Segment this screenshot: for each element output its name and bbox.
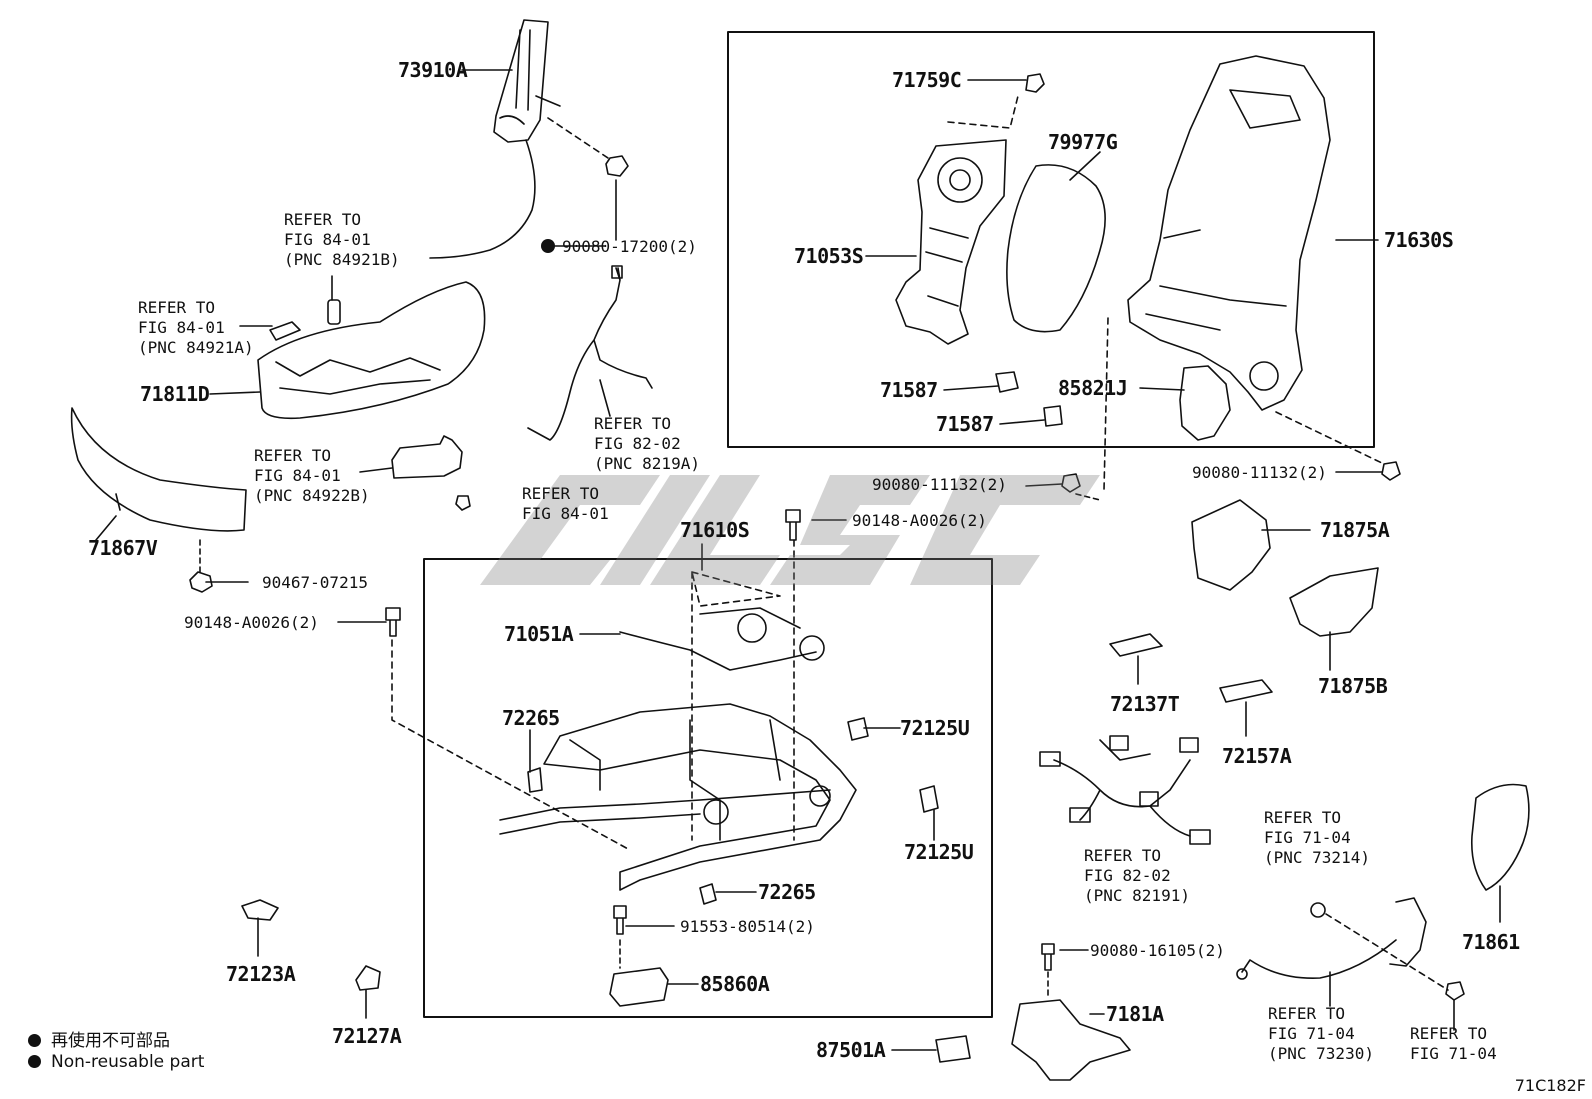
bolt-label-91553-80514[interactable]: 91553-80514(2) (680, 917, 815, 936)
part-label-71861[interactable]: 71861 (1462, 930, 1520, 954)
part-label-72127A[interactable]: 72127A (332, 1024, 402, 1048)
reference-note-84922B[interactable]: REFER TO FIG 84-01 (PNC 84922B) (254, 446, 370, 505)
legend-english: Non-reusable part (28, 1052, 204, 1072)
part-label-71759C[interactable]: 71759C (892, 68, 962, 92)
part-label-72137T[interactable]: 72137T (1110, 692, 1180, 716)
bolt-shape-91553 (613, 905, 627, 935)
wire-harness-73230 (1241, 897, 1427, 979)
non-reusable-dot-icon (28, 1055, 41, 1068)
side-shield-shape (257, 281, 486, 420)
cover-shape (70, 407, 247, 532)
clip-73214 (1310, 902, 1326, 918)
reference-note-fig-71-04[interactable]: REFER TO FIG 71-04 (1410, 1024, 1497, 1063)
reference-note-fig-84-01[interactable]: REFER TO FIG 84-01 (522, 484, 609, 523)
cover-72123A (241, 899, 279, 921)
nut-shape-c (1445, 981, 1465, 1001)
clip-72137T (1109, 633, 1163, 657)
bolt-label-90148-A0026-center[interactable]: 90148-A0026(2) (852, 511, 987, 530)
seat-frame-shape (543, 703, 857, 891)
bracket-72265a (527, 767, 543, 793)
reference-note-8219A[interactable]: REFER TO FIG 82-02 (PNC 8219A) (594, 414, 700, 473)
cover-72127A (355, 965, 381, 991)
part-label-79977G[interactable]: 79977G (1048, 130, 1118, 154)
bolt-label-90080-17200[interactable]: 90080-17200(2) (562, 237, 697, 256)
bolt-shape-16105 (1041, 943, 1055, 971)
seatback-frame-shape (1127, 55, 1331, 411)
part-label-71875A[interactable]: 71875A (1320, 518, 1390, 542)
clip-shape-71587a (995, 371, 1019, 393)
part-label-71867V[interactable]: 71867V (88, 536, 158, 560)
part-label-72265a[interactable]: 72265 (502, 706, 560, 730)
diagram-code: 71C182F (1514, 1076, 1586, 1095)
pad-shape (1006, 164, 1106, 333)
seat-frame-group-box (423, 558, 993, 1018)
harness-71051A (619, 607, 817, 671)
non-reusable-dot-icon (28, 1034, 41, 1047)
bolt-shape-11132b (1381, 461, 1401, 481)
reference-note-84921A[interactable]: REFER TO FIG 84-01 (PNC 84921A) (138, 298, 254, 357)
part-label-87501A[interactable]: 87501A (816, 1038, 886, 1062)
bolt-label-90080-11132-a[interactable]: 90080-11132(2) (872, 475, 1007, 494)
part-label-85860A[interactable]: 85860A (700, 972, 770, 996)
cover-71875A (1191, 499, 1271, 591)
part-label-71051A[interactable]: 71051A (504, 622, 574, 646)
reference-note-84921B[interactable]: REFER TO FIG 84-01 (PNC 84921B) (284, 210, 400, 269)
part-label-71630S[interactable]: 71630S (1384, 228, 1454, 252)
clip-shape-71587b (1043, 405, 1063, 427)
switch-bracket-shape (391, 435, 463, 479)
nut-shape-b (1025, 73, 1045, 93)
cover-71861 (1470, 783, 1530, 891)
reference-note-82191[interactable]: REFER TO FIG 82-02 (PNC 82191) (1084, 846, 1190, 905)
part-label-71587a[interactable]: 71587 (880, 378, 938, 402)
side-airbag-shape (429, 19, 561, 259)
part-label-72265b[interactable]: 72265 (758, 880, 816, 904)
part-label-72125Ua[interactable]: 72125U (900, 716, 970, 740)
part-label-7181A[interactable]: 7181A (1106, 1002, 1164, 1026)
part-label-73910A[interactable]: 73910A (398, 58, 468, 82)
bracket-72125Ub (919, 785, 939, 813)
sensor-87501A (935, 1035, 971, 1063)
part-label-72123A[interactable]: 72123A (226, 962, 296, 986)
part-label-85821J[interactable]: 85821J (1058, 376, 1128, 400)
bracket-72125Ua (847, 717, 869, 741)
module-85860A (609, 967, 669, 1007)
clip-shape (189, 571, 213, 593)
part-label-71053S[interactable]: 71053S (794, 244, 864, 268)
part-label-71610S[interactable]: 71610S (680, 518, 750, 542)
bracket-72265b (699, 883, 717, 905)
cover-71875B (1289, 567, 1379, 637)
reference-note-73214[interactable]: REFER TO FIG 71-04 (PNC 73214) (1264, 808, 1370, 867)
bolt-label-90148-A0026-left[interactable]: 90148-A0026(2) (184, 613, 319, 632)
reference-note-73230[interactable]: REFER TO FIG 71-04 (PNC 73230) (1268, 1004, 1374, 1063)
part-label-71875B[interactable]: 71875B (1318, 674, 1388, 698)
bolt-shape-left (385, 607, 401, 637)
clip-72157A (1219, 679, 1273, 703)
part-label-71587b[interactable]: 71587 (936, 412, 994, 436)
bolt-label-90467-07215[interactable]: 90467-07215 (262, 573, 368, 592)
part-label-72157A[interactable]: 72157A (1222, 744, 1292, 768)
part-label-71811D[interactable]: 71811D (140, 382, 210, 406)
motor-shape (1179, 365, 1231, 441)
bolt-shape-11132a (1061, 473, 1081, 493)
bracket-7181A (1011, 999, 1131, 1081)
bolt-label-90080-16105[interactable]: 90080-16105(2) (1090, 941, 1225, 960)
recliner-shape (895, 139, 1007, 345)
legend-japanese: 再使用不可部品 (28, 1026, 170, 1051)
bolt-label-90080-11132-b[interactable]: 90080-11132(2) (1192, 463, 1327, 482)
bolt-shape-center (785, 509, 801, 541)
part-label-72125Ub[interactable]: 72125U (904, 840, 974, 864)
nut-shape-a (605, 155, 629, 177)
